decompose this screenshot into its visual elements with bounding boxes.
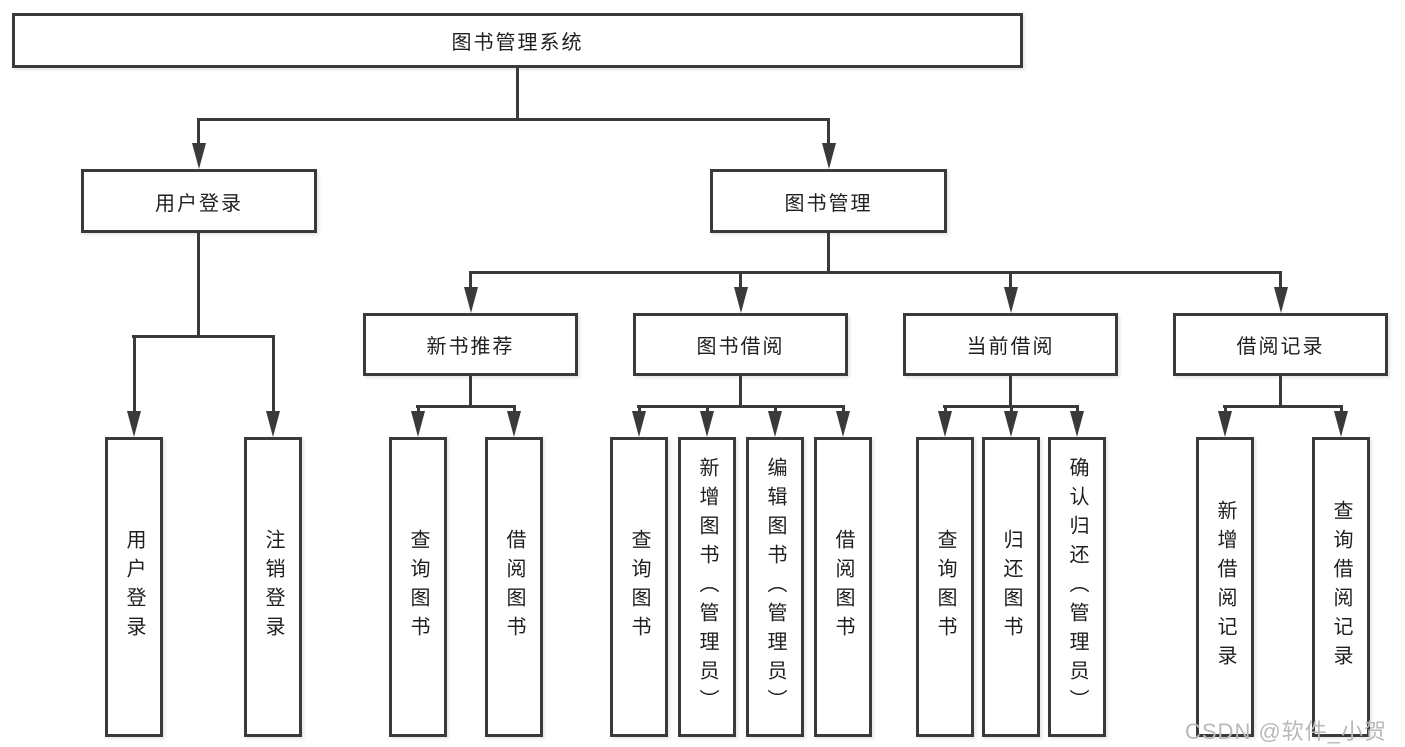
connector-drop-borrow (739, 271, 742, 289)
arrow-down-icon (192, 143, 206, 169)
leaf-label: 借阅图书 (503, 529, 525, 645)
leaf-add-borrow-record: 新增借阅记录 (1196, 437, 1254, 737)
node-book-management: 图书管理 (710, 169, 947, 233)
leaf-query-books-current: 查询图书 (916, 437, 974, 737)
node-borrowing-records: 借阅记录 (1173, 313, 1388, 376)
connector-login-stem (197, 233, 200, 337)
connector-drop-current (1009, 271, 1012, 289)
connector-drop-leaf (706, 405, 709, 413)
connector-drop-leaf (774, 405, 777, 413)
leaf-query-books-recommend: 查询图书 (389, 437, 447, 737)
leaf-query-books-borrow: 查询图书 (610, 437, 668, 737)
leaf-query-borrow-record: 查询借阅记录 (1312, 437, 1370, 737)
node-label: 新书推荐 (426, 336, 515, 358)
leaf-label: 编辑图书（管理员） (764, 456, 786, 718)
connector-recommend-stem (469, 376, 472, 407)
leaf-logout: 注销登录 (244, 437, 302, 737)
connector-drop-leaf (1340, 405, 1343, 413)
connector-drop-logout (272, 335, 275, 413)
connector-records-branch (1223, 405, 1342, 408)
connector-drop-leaf (1076, 405, 1079, 413)
node-new-book-recommend: 新书推荐 (363, 313, 578, 376)
connector-drop-leaf (417, 405, 420, 413)
connector-drop-user-login (133, 335, 136, 413)
arrow-down-icon (1070, 411, 1084, 437)
leaf-edit-books-admin: 编辑图书（管理员） (746, 437, 804, 737)
arrow-down-icon (266, 411, 280, 437)
leaf-label: 新增图书（管理员） (696, 456, 718, 718)
leaf-add-books-admin: 新增图书（管理员） (678, 437, 736, 737)
connector-drop-manage (827, 118, 830, 145)
leaf-label: 归还图书 (1000, 529, 1022, 645)
connector-drop-leaf (842, 405, 845, 413)
connector-manage-stem (827, 233, 830, 274)
arrow-down-icon (632, 411, 646, 437)
node-user-login: 用户登录 (81, 169, 317, 233)
connector-drop-login (197, 118, 200, 145)
leaf-label: 查询图书 (628, 529, 650, 645)
node-label: 图书管理 (784, 192, 873, 215)
node-label: 用户登录 (155, 192, 243, 215)
leaf-return-books: 归还图书 (982, 437, 1040, 737)
node-label: 当前借阅 (966, 336, 1055, 358)
arrow-down-icon (464, 287, 478, 313)
arrow-down-icon (1004, 411, 1018, 437)
leaf-label: 注销登录 (262, 529, 284, 645)
node-label: 图书管理系统 (451, 32, 584, 54)
arrow-down-icon (1004, 287, 1018, 313)
arrow-down-icon (938, 411, 952, 437)
connector-manage-branch (469, 271, 1282, 274)
connector-drop-leaf (638, 405, 641, 413)
leaf-label: 查询借阅记录 (1330, 500, 1352, 674)
node-label: 图书借阅 (696, 336, 785, 358)
connector-records-stem (1279, 376, 1282, 407)
arrow-down-icon (836, 411, 850, 437)
arrow-down-icon (768, 411, 782, 437)
leaf-label: 查询图书 (407, 529, 429, 645)
node-book-borrowing: 图书借阅 (633, 313, 848, 376)
connector-root-branch (197, 118, 830, 121)
leaf-label: 借阅图书 (832, 529, 854, 645)
arrow-down-icon (822, 143, 836, 169)
connector-drop-recommend (469, 271, 472, 289)
arrow-down-icon (1218, 411, 1232, 437)
node-system-root: 图书管理系统 (12, 13, 1023, 68)
connector-current-stem (1009, 376, 1012, 407)
connector-borrow-stem (739, 376, 742, 407)
connector-drop-leaf (1010, 405, 1013, 413)
connector-borrow-branch (637, 405, 844, 408)
connector-login-branch (132, 335, 275, 338)
connector-drop-leaf (513, 405, 516, 413)
leaf-confirm-return-admin: 确认归还（管理员） (1048, 437, 1106, 737)
connector-drop-records (1279, 271, 1282, 289)
leaf-label: 查询图书 (934, 529, 956, 645)
arrow-down-icon (734, 287, 748, 313)
arrow-down-icon (1274, 287, 1288, 313)
connector-drop-leaf (1224, 405, 1227, 413)
arrow-down-icon (127, 411, 141, 437)
node-current-borrowing: 当前借阅 (903, 313, 1118, 376)
connector-root-stem (516, 68, 519, 121)
leaf-label: 确认归还（管理员） (1066, 456, 1088, 718)
connector-recommend-branch (416, 405, 515, 408)
node-label: 借阅记录 (1236, 336, 1325, 358)
arrow-down-icon (1334, 411, 1348, 437)
connector-drop-leaf (944, 405, 947, 413)
arrow-down-icon (411, 411, 425, 437)
leaf-user-login: 用户登录 (105, 437, 163, 737)
leaf-label: 新增借阅记录 (1214, 500, 1236, 674)
leaf-borrow-books-recommend: 借阅图书 (485, 437, 543, 737)
arrow-down-icon (507, 411, 521, 437)
leaf-label: 用户登录 (123, 529, 145, 645)
arrow-down-icon (700, 411, 714, 437)
csdn-watermark: CSDN @软件_小贺同学 (1185, 719, 1388, 744)
leaf-borrow-books: 借阅图书 (814, 437, 872, 737)
